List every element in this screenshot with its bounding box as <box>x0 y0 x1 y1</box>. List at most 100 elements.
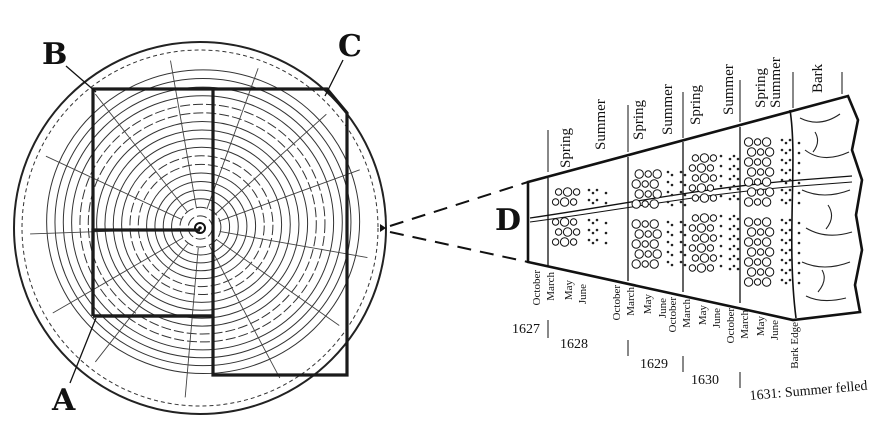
latewood-pore <box>736 167 740 171</box>
latewood-pore <box>683 253 687 257</box>
latewood-pore <box>732 154 736 158</box>
latewood-pore <box>591 241 595 245</box>
latewood-pore <box>728 167 732 171</box>
latewood-pore <box>788 258 792 262</box>
earlywood-pore <box>691 194 700 202</box>
earlywood-pore <box>634 189 644 199</box>
latewood-pore <box>728 227 732 231</box>
latewood-pore <box>788 178 792 182</box>
growth-ring <box>62 86 343 359</box>
latewood-pore <box>719 244 723 248</box>
latewood-pore <box>679 240 683 244</box>
earlywood-pore <box>709 254 718 262</box>
latewood-pore <box>784 221 788 225</box>
latewood-pore <box>666 220 670 224</box>
latewood-pore <box>666 230 670 234</box>
earlywood-pore <box>644 250 652 258</box>
latewood-pore <box>679 260 683 264</box>
latewood-pore <box>591 221 595 225</box>
earlywood-pore <box>746 147 757 157</box>
latewood-pore <box>728 267 732 271</box>
earlywood-pore <box>761 217 772 227</box>
earlywood-pore <box>761 137 772 147</box>
earlywood-pore <box>634 169 644 179</box>
latewood-pore <box>797 181 801 185</box>
latewood-pore <box>728 257 732 261</box>
medullary-ray <box>45 155 183 220</box>
month-june-3: June <box>711 308 723 328</box>
latewood-pore <box>797 161 801 165</box>
latewood-pore <box>679 180 683 184</box>
earlywood-pore <box>746 267 757 277</box>
latewood-pore <box>604 191 608 195</box>
earlywood-pore <box>688 184 697 192</box>
latewood-pore <box>719 264 723 268</box>
latewood-pore <box>780 238 784 242</box>
earlywood-pore <box>743 137 754 147</box>
earlywood-pore <box>631 239 641 249</box>
growth-ring <box>79 103 326 343</box>
earlywood-pore <box>699 173 710 183</box>
earlywood-pore <box>743 177 754 187</box>
latewood-pore <box>780 258 784 262</box>
earlywood-pore <box>649 219 659 229</box>
growth-rings <box>46 69 361 375</box>
latewood-pore <box>736 267 740 271</box>
latewood-pore <box>788 158 792 162</box>
season-labels: Spring Summer Spring Summer Spring Summe… <box>558 57 826 168</box>
latewood-pore <box>784 271 788 275</box>
medullary-ray <box>218 169 360 222</box>
month-june-2: June <box>657 298 669 318</box>
growth-ring <box>112 138 291 311</box>
latewood-pore <box>780 228 784 232</box>
earlywood-pore <box>706 224 715 232</box>
earlywood-pore <box>641 200 649 208</box>
latewood-pore <box>591 231 595 235</box>
latewood-pore <box>719 154 723 158</box>
latewood-pore <box>780 278 784 282</box>
season-label-1: Spring <box>558 127 574 168</box>
earlywood-pore <box>691 214 700 222</box>
latewood-pore <box>780 268 784 272</box>
latewood-pore <box>788 198 792 202</box>
earlywood-pore <box>761 157 772 167</box>
label-b: B <box>42 37 67 72</box>
latewood-pore <box>679 190 683 194</box>
latewood-pore <box>736 217 740 221</box>
latewood-pore <box>728 187 732 191</box>
growth-ring <box>96 120 309 327</box>
earlywood-pore <box>709 214 718 222</box>
latewood-pore <box>719 214 723 218</box>
earlywood-pore <box>764 227 775 237</box>
month-october-2: October <box>611 285 623 321</box>
latewood-pore <box>728 237 732 241</box>
earlywood-pore <box>572 228 581 236</box>
earlywood-pore <box>753 238 762 246</box>
latewood-pore <box>732 214 736 218</box>
latewood-pore <box>784 241 788 245</box>
latewood-pore <box>604 241 608 245</box>
year-1631: 1631: Summer felled <box>749 379 868 404</box>
latewood-pore <box>587 218 591 222</box>
latewood-pore <box>670 183 674 187</box>
earlywood-pore <box>562 187 573 197</box>
earlywood-pore <box>753 218 762 226</box>
latewood-pore <box>788 218 792 222</box>
earlywood-pore <box>699 153 710 163</box>
month-october-1: October <box>531 270 543 306</box>
wedge-outline <box>526 94 864 322</box>
latewood-pore <box>679 200 683 204</box>
earlywood-pore <box>764 147 775 157</box>
earlywood-pore <box>753 278 762 286</box>
season-label-3: Spring <box>631 99 647 140</box>
latewood-pore <box>780 188 784 192</box>
latewood-pore <box>788 268 792 272</box>
earlywood-pore <box>761 177 772 187</box>
latewood-pore <box>666 170 670 174</box>
label-c: C <box>338 29 362 64</box>
growth-ring <box>71 95 335 351</box>
latewood-pore <box>784 171 788 175</box>
cut-c-outline <box>211 87 349 377</box>
earlywood-pore <box>652 189 662 199</box>
latewood-pore <box>736 197 740 201</box>
